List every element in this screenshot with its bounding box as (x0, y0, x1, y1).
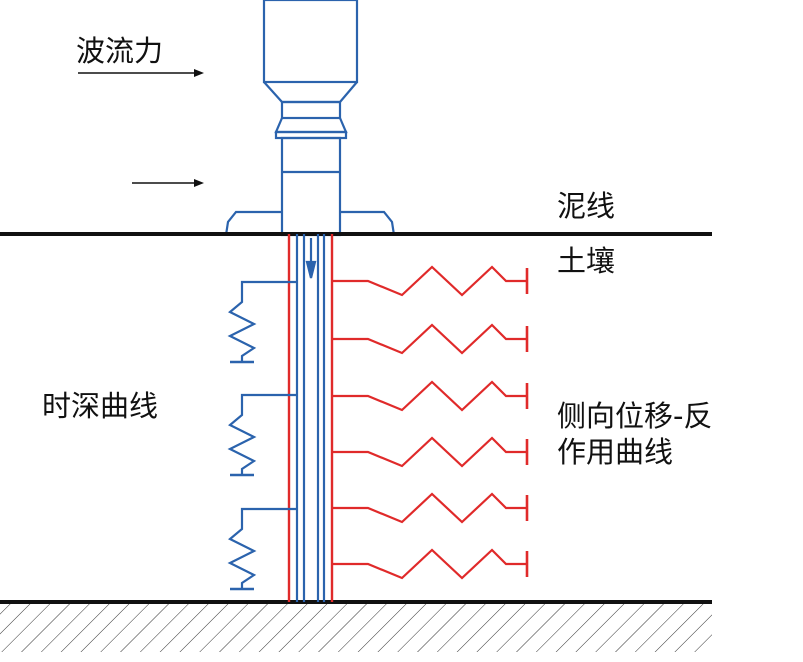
deck-taper (263, 81, 358, 104)
lateral-springs (332, 265, 529, 580)
mudmat-left (224, 210, 282, 236)
load-arrowhead-2 (194, 179, 204, 187)
lateral-spring-6 (332, 548, 527, 580)
load-arrowhead-1 (194, 69, 204, 77)
lateral-spring-5 (332, 492, 527, 524)
platform-structure (224, 0, 396, 237)
axial-springs (227, 280, 297, 591)
py-curve-label-line2: 作用曲线 (557, 435, 674, 470)
soil-label: 土壤 (557, 244, 616, 278)
lateral-spring-1 (332, 265, 527, 297)
deck-box (262, 0, 359, 84)
lateral-spring-4 (332, 436, 527, 468)
seabed-hatch (0, 602, 712, 652)
lateral-spring-2 (332, 323, 527, 355)
column-neck (280, 100, 342, 120)
py-curve-label: 侧向位移-反 作用曲线 (557, 398, 712, 471)
column-flare (274, 117, 348, 134)
column-shaft (280, 136, 342, 237)
axial-spring-1 (227, 280, 297, 362)
pile (295, 234, 326, 602)
axial-spring-3 (227, 507, 297, 589)
axial-spring-2 (227, 393, 297, 475)
wave-force-label: 波流力 (76, 34, 164, 68)
mudmat-right (340, 210, 396, 236)
load-arrows (78, 69, 204, 187)
pile-axis-arrowhead (305, 260, 317, 279)
py-curve-label-line1: 侧向位移-反 (557, 399, 713, 433)
tz-curve-label: 时深曲线 (42, 389, 159, 423)
lateral-spring-3 (332, 380, 527, 412)
mudline-label: 泥线 (557, 189, 616, 223)
